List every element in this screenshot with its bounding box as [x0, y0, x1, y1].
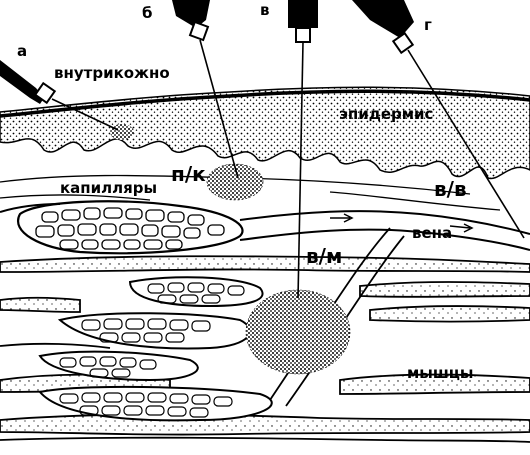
syringe-a [0, 60, 119, 131]
syringe-g [352, 0, 525, 239]
label-muscles: мышцы [407, 364, 474, 382]
label-intravenous: в/в [434, 177, 467, 201]
capillary-network-upper [17, 200, 244, 255]
vein [0, 203, 530, 251]
muscle-bundles [0, 255, 530, 443]
label-b: б [142, 4, 153, 22]
label-subcutaneous: п/к [171, 162, 206, 186]
label-epidermis: эпидермис [339, 105, 434, 123]
intramuscular-depot [245, 289, 351, 375]
label-capillaries: капилляры [60, 179, 158, 197]
intradermal-depot [110, 124, 134, 140]
label-vein: вена [412, 224, 453, 242]
label-a: а [17, 42, 28, 60]
epidermis-layer [0, 86, 530, 180]
subcutaneous-depot [206, 163, 264, 201]
label-intradermal: внутрикожно [54, 64, 170, 82]
syringe-v [288, 0, 318, 299]
syringe-b [172, 0, 239, 179]
label-g: г [424, 16, 432, 34]
label-intramuscular: в/м [306, 244, 343, 268]
label-v: в [260, 1, 270, 19]
capillary-network-lower [38, 276, 273, 422]
